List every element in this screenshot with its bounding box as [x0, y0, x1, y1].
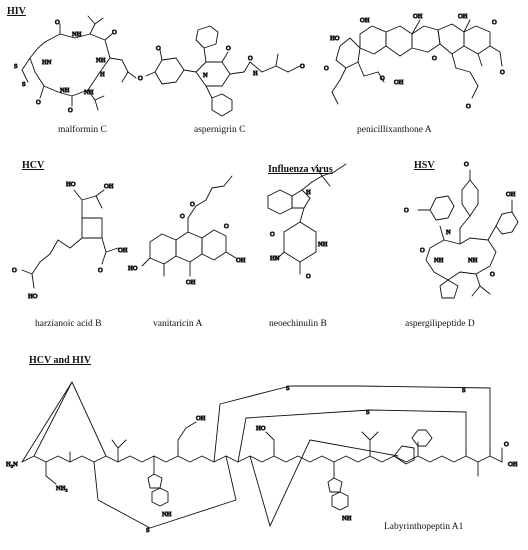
- atom-o: O: [112, 29, 117, 36]
- atom-h: H: [306, 189, 311, 196]
- atom-oh: OH: [413, 13, 423, 20]
- atom-ho: HO: [256, 425, 266, 432]
- atom-o: O: [68, 107, 73, 114]
- atom-o: O: [324, 65, 329, 72]
- atom-s: S: [22, 81, 26, 88]
- atom-o: O: [12, 267, 17, 274]
- atom-o: O: [504, 441, 509, 448]
- atom-o: O: [248, 55, 253, 62]
- atom-oh: OH: [186, 279, 196, 286]
- atom-h: H: [253, 70, 258, 77]
- atom-o: O: [500, 69, 505, 76]
- neoechinulin-b-structure: [267, 163, 347, 275]
- penicillixanthone-a-structure: [331, 19, 503, 105]
- atom-h2n: H₂N: [6, 461, 18, 468]
- atom-nh: NH: [96, 57, 106, 64]
- section-header-hsv: HSV: [414, 160, 435, 171]
- atom-nh: NH: [72, 31, 82, 38]
- vanitaricin-a-structure: [141, 175, 237, 277]
- aspernigrin-c-structure: [145, 25, 301, 117]
- section-header-hiv: HIV: [7, 6, 26, 17]
- atom-oh: OH: [394, 79, 404, 86]
- atom-ho: HO: [66, 181, 76, 188]
- caption-neoechinulin-b: neoechinulin B: [269, 319, 327, 329]
- atom-hn: HN: [42, 59, 52, 66]
- atom-nh: NH: [60, 87, 70, 94]
- atom-n: N: [446, 229, 451, 236]
- caption-vanitaricin-a: vanitaricin A: [153, 319, 203, 329]
- atom-oh: OH: [236, 257, 246, 264]
- atom-s: S: [14, 63, 18, 70]
- atom-o: O: [306, 273, 311, 280]
- atom-o: O: [180, 213, 185, 220]
- atom-ho: HO: [128, 265, 138, 272]
- atom-o: O: [432, 55, 437, 62]
- atom-o: O: [492, 19, 497, 26]
- atom-nh: NH: [434, 257, 444, 264]
- atom-oh: OH: [506, 191, 516, 198]
- caption-aspergilipeptide-d: aspergilipeptide D: [405, 319, 475, 329]
- atom-o: O: [36, 99, 41, 106]
- atom-oh: OH: [458, 13, 468, 20]
- atom-ho: HO: [28, 293, 38, 300]
- atom-o: O: [490, 271, 495, 278]
- section-header-hcv-hiv: HCV and HIV: [29, 355, 92, 366]
- atom-oh: OH: [508, 461, 518, 468]
- atom-o: O: [466, 103, 471, 110]
- atom-o: O: [138, 75, 143, 82]
- atom-o: O: [404, 207, 409, 214]
- atom-o: O: [98, 267, 103, 274]
- caption-penicillixanthone-a: penicillixanthone A: [357, 125, 432, 135]
- atom-o: O: [55, 19, 60, 26]
- atom-n: N: [203, 72, 208, 79]
- atom-s: S: [462, 387, 466, 394]
- atom-s: S: [366, 409, 370, 416]
- atom-s: S: [286, 385, 290, 392]
- atom-o: O: [270, 231, 275, 238]
- atom-nh: NH: [468, 257, 478, 264]
- atom-o: O: [380, 75, 385, 82]
- malformin-c-structure: [21, 15, 137, 111]
- atom-nh: NH: [342, 515, 352, 522]
- atom-nh: NH: [162, 511, 172, 518]
- atom-o: O: [300, 63, 305, 70]
- atom-s: S: [146, 527, 150, 534]
- section-header-influenza: Influenza virus: [268, 164, 333, 175]
- atom-nh: NH: [84, 89, 94, 96]
- aspergilipeptide-d-structure: [417, 169, 519, 299]
- atom-o: O: [190, 201, 195, 208]
- labyrinthopeptin-a1-structure: [21, 381, 503, 529]
- caption-aspernigrin-c: aspernigrin C: [194, 125, 246, 135]
- atom-nh2: NH₂: [56, 485, 68, 492]
- atom-hn: HN: [270, 255, 280, 262]
- caption-malformin-c: malformin C: [58, 125, 107, 135]
- harzianoic-acid-b-structure: [21, 189, 119, 289]
- atom-o: O: [156, 45, 161, 52]
- atom-o: O: [226, 45, 231, 52]
- caption-harzianoic-acid-b: harzianoic acid B: [35, 319, 102, 329]
- atom-oh: OH: [360, 17, 370, 24]
- section-header-hcv: HCV: [22, 160, 45, 171]
- atom-ho: HO: [330, 35, 340, 42]
- atom-o: O: [224, 223, 229, 230]
- atom-nh: NH: [318, 241, 328, 248]
- atom-oh: OH: [104, 183, 114, 190]
- atom-oh: OH: [118, 247, 128, 254]
- caption-labyrinthopeptin-a1: Labyrinthopeptin A1: [384, 522, 464, 532]
- atom-o: O: [464, 161, 469, 168]
- atom-h: H: [100, 71, 105, 78]
- atom-oh: OH: [196, 415, 206, 422]
- atom-o: O: [420, 247, 425, 254]
